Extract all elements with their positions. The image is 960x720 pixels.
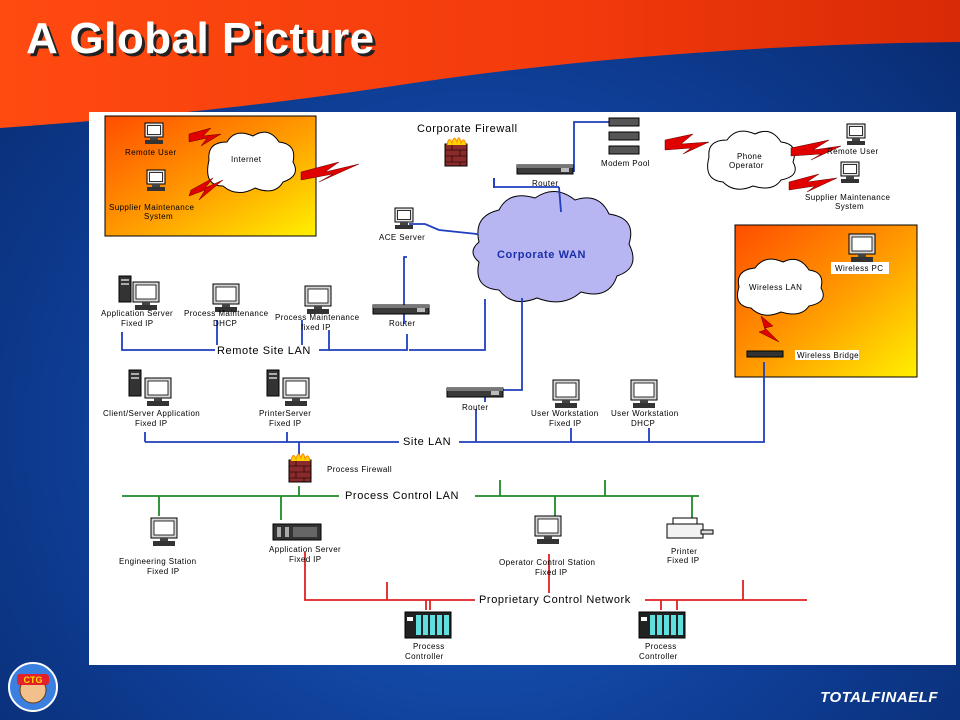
corporate-firewall-label: Corporate Firewall <box>417 123 518 135</box>
corporate-wan-cloud <box>472 191 634 303</box>
client-server-label-1: Client/Server Application <box>103 409 200 418</box>
proc-ctrl-b-label-2: Controller <box>639 652 678 661</box>
printer-server-label-2: Fixed IP <box>269 419 302 428</box>
supplier-left-label-1: Supplier Maintenance <box>109 203 195 212</box>
remote-user-right-label: Remote User <box>827 147 879 156</box>
network-diagram: Remote User Supplier Maintenance System … <box>89 112 956 665</box>
printer-label-1: Printer <box>671 547 697 556</box>
remote-site-lan-label: Remote Site LAN <box>217 345 311 357</box>
ctg-badge-label: CTG <box>24 675 43 685</box>
printer-label-2: Fixed IP <box>667 556 700 565</box>
header-band <box>0 0 960 128</box>
eng-station-label-2: Fixed IP <box>147 567 180 576</box>
ctg-badge: CTG <box>8 662 58 712</box>
corporate-links <box>121 121 765 443</box>
router-top-label: Router <box>532 179 558 188</box>
phone-operator-cloud <box>707 130 796 190</box>
process-firewall-label: Process Firewall <box>327 465 392 474</box>
supplier-right-label-1: Supplier Maintenance <box>805 193 891 202</box>
proc-maint-fixed-label-2: fixed IP <box>301 323 331 332</box>
modem-pool-label: Modem Pool <box>601 159 650 168</box>
proc-ctrl-b-label-1: Process <box>645 642 677 651</box>
app-server-label-1: Application Server <box>101 309 173 318</box>
site-lan-label: Site LAN <box>403 436 451 448</box>
app-server-pcn-label-1: Application Server <box>269 545 341 554</box>
user-ws-fixed-label-2: Fixed IP <box>549 419 582 428</box>
app-server-pcn <box>272 523 322 541</box>
user-ws-dhcp-label-1: User Workstation <box>611 409 679 418</box>
router-mid-label: Router <box>389 319 415 328</box>
proprietary-network-line <box>304 552 807 610</box>
internet-label: Internet <box>231 155 262 164</box>
app-server-pcn-label-2: Fixed IP <box>289 555 322 564</box>
phone-operator-label-1: Phone <box>737 152 762 161</box>
process-control-lan-line <box>122 480 699 520</box>
brand-logo: TOTALFINAELF <box>820 689 938 706</box>
proc-maint-dhcp-label-1: Process Maintenance <box>184 309 269 318</box>
wireless-pc-label: Wireless PC <box>835 264 883 273</box>
internet-cloud <box>207 131 296 193</box>
page-title: A Global Picture <box>26 14 375 63</box>
modem-pool <box>608 117 640 155</box>
remote-user-left-label: Remote User <box>125 148 177 157</box>
proc-maint-dhcp-label-2: DHCP <box>213 319 237 328</box>
app-server-label-2: Fixed IP <box>121 319 154 328</box>
wireless-lan-cloud <box>737 258 824 316</box>
process-control-lan-label: Process Control LAN <box>345 490 459 502</box>
supplier-right-label-2: System <box>835 202 864 211</box>
op-station-label-1: Operator Control Station <box>499 558 595 567</box>
user-ws-fixed-label-1: User Workstation <box>531 409 599 418</box>
proc-ctrl-a-label-1: Process <box>413 642 445 651</box>
corporate-wan-label: Corporate WAN <box>497 249 586 261</box>
printer-device <box>666 517 714 539</box>
printer-server-label-1: PrinterServer <box>259 409 311 418</box>
router-low-label: Router <box>462 403 488 412</box>
proc-ctrl-a-label-2: Controller <box>405 652 444 661</box>
supplier-left-label-2: System <box>144 212 173 221</box>
client-server-label-2: Fixed IP <box>135 419 168 428</box>
lightning-bolts <box>188 127 842 343</box>
wireless-lan-label: Wireless LAN <box>749 283 802 292</box>
ace-server-label: ACE Server <box>379 233 425 242</box>
proprietary-network-label: Proprietary Control Network <box>479 594 631 606</box>
proc-maint-fixed-label-1: Process Maintenance <box>275 313 360 322</box>
user-ws-dhcp-label-2: DHCP <box>631 419 655 428</box>
phone-operator-label-2: Operator <box>729 161 764 170</box>
wireless-bridge-label: Wireless Bridge <box>797 351 859 360</box>
eng-station-label-1: Engineering Station <box>119 557 196 566</box>
op-station-label-2: Fixed IP <box>535 568 568 577</box>
